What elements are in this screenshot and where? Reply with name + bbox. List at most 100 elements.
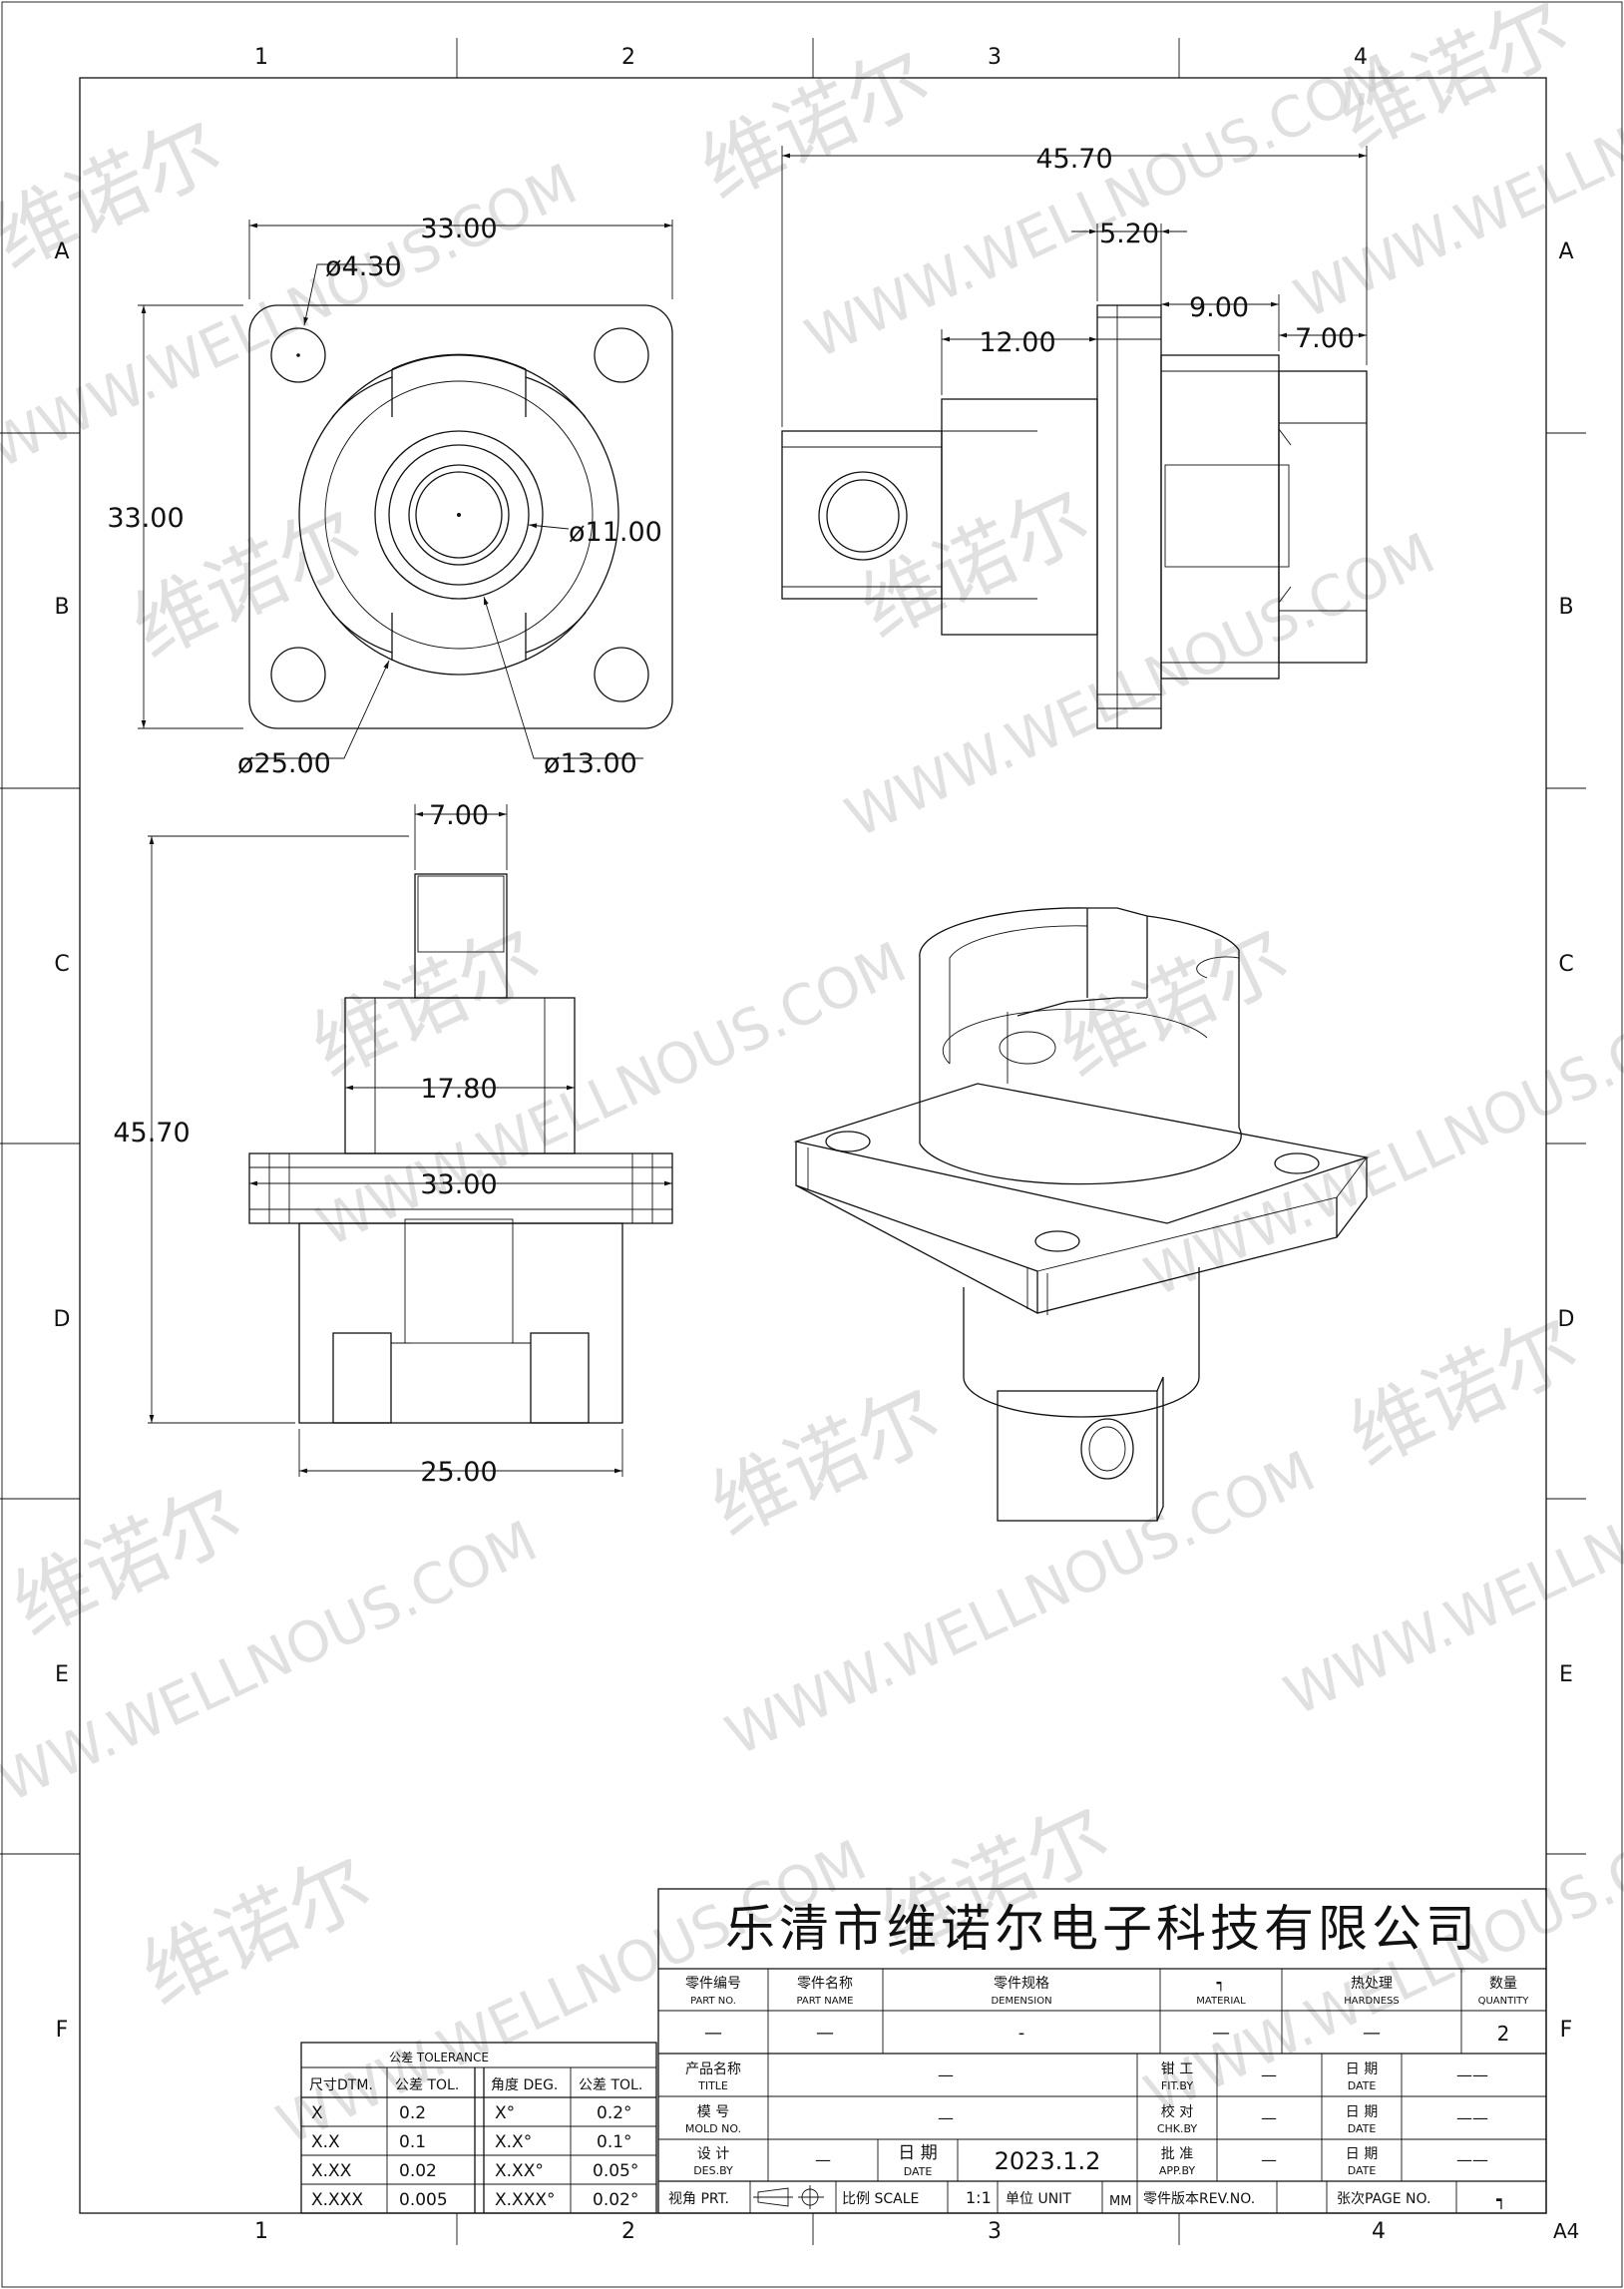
- tolerance-header: 尺寸DTM.: [309, 2077, 373, 2093]
- row-value: —: [938, 2065, 954, 2084]
- grid-col-label: 2: [621, 45, 635, 70]
- design-date-value: 2023.1.2: [995, 2147, 1101, 2175]
- header-en: DEMENSION: [991, 1996, 1051, 2007]
- header-en: PART NO.: [690, 1996, 736, 2007]
- dim-bottom-mid: 17.80: [420, 1074, 497, 1105]
- tolerance-cell: 0.2: [399, 2103, 426, 2123]
- date-value: ——: [1456, 2065, 1488, 2084]
- tolerance-cell: X.XXX: [311, 2190, 363, 2210]
- date-value: ——: [1456, 2150, 1488, 2169]
- watermark-cn: 维诺尔: [0, 102, 235, 287]
- header-en: QUANTITY: [1478, 1996, 1530, 2007]
- header-value: -: [1018, 2023, 1025, 2044]
- tolerance-cell: 0.1: [399, 2132, 426, 2152]
- row-label-en: MOLD NO.: [685, 2122, 741, 2135]
- header-cn: 零件编号: [685, 1976, 741, 1992]
- side-view: 45.70 5.20 12.00 9.00 7.00: [781, 144, 1368, 729]
- watermark-layer: 维诺尔 维诺尔 维诺尔 维诺尔 维诺尔 维诺尔 维诺尔 维诺尔 维诺尔 维诺尔 …: [0, 0, 1624, 2158]
- role-value: —: [1261, 2150, 1277, 2169]
- grid-row-label: A: [54, 239, 69, 264]
- grid-row-label: D: [1558, 1307, 1575, 1332]
- watermark-cn: 维诺尔: [129, 1838, 385, 2024]
- tolerance-cell: X: [311, 2103, 323, 2123]
- grid-row-label: A: [1558, 239, 1573, 264]
- tolerance-table: 公差 TOLERANCE 尺寸DTM. 公差 TOL. 角度 DEG. 公差 T…: [300, 2042, 657, 2214]
- dim-mid-dia: ø13.00: [544, 748, 637, 779]
- role-label-en: FIT.BY: [1161, 2079, 1193, 2092]
- unit-label: 单位 UNIT: [1006, 2191, 1071, 2207]
- design-date-en: DATE: [904, 2165, 933, 2178]
- header-value: —: [704, 2023, 722, 2044]
- view-label: 视角 PRT.: [668, 2191, 729, 2207]
- tolerance-cell: X°: [495, 2103, 515, 2123]
- watermark-cn: 维诺尔: [0, 1469, 255, 1654]
- header-value: —: [1363, 2023, 1381, 2044]
- dim-inner-dia: ø11.00: [569, 517, 662, 548]
- title-block: 乐清市维诺尔电子科技有限公司 零件编号 PART NO. 零件名称 PART N…: [657, 1888, 1547, 2214]
- tolerance-cell: X.XX: [311, 2161, 352, 2181]
- row-label-en: TITLE: [697, 2079, 728, 2092]
- tolerance-cell: X.X°: [495, 2132, 532, 2152]
- header-value: —: [1212, 2023, 1230, 2044]
- row-label-cn: 设 计: [697, 2146, 729, 2162]
- watermark-cn: 维诺尔: [1046, 910, 1303, 1096]
- dim-hole-dia: ø4.30: [325, 251, 402, 282]
- projection-icon: [753, 2185, 824, 2209]
- date-label-en: DATE: [1348, 2164, 1377, 2177]
- grid-col-label: 2: [621, 2219, 635, 2244]
- date-label-cn: 日 期: [1346, 2146, 1378, 2162]
- unit-value: MM: [1109, 2194, 1131, 2209]
- dim-bottom-height: 45.70: [113, 1118, 190, 1148]
- tolerance-cell: 0.1°: [597, 2132, 632, 2152]
- date-value: ——: [1456, 2108, 1488, 2127]
- dim-side-c: 7.00: [1295, 323, 1355, 354]
- header-cn: ┑: [1217, 1976, 1225, 1992]
- dim-side-flange: 5.20: [1099, 219, 1159, 249]
- scale-label: 比例 SCALE: [842, 2191, 919, 2207]
- grid-row-label: B: [54, 595, 69, 620]
- grid-col-label: 4: [1354, 45, 1368, 70]
- grid-col-label: 3: [988, 45, 1002, 70]
- row-label-en: DES.BY: [693, 2164, 733, 2177]
- role-label-cn: 批 准: [1161, 2146, 1193, 2162]
- front-view: 33.00 33.00 ø4.30 ø11.00 ø25.00 ø13.00: [107, 214, 673, 779]
- role-value: —: [1261, 2065, 1277, 2084]
- watermark-cn: 维诺尔: [1336, 1299, 1592, 1485]
- page-label: 张次PAGE NO.: [1337, 2191, 1430, 2207]
- tolerance-header: 公差 TOL.: [579, 2077, 642, 2093]
- grid-row-label: C: [1558, 952, 1573, 977]
- grid-row-label: F: [56, 2018, 69, 2043]
- date-label-en: DATE: [1348, 2122, 1377, 2135]
- tolerance-cell: 0.02: [399, 2161, 437, 2181]
- role-value: —: [1261, 2108, 1277, 2127]
- tolerance-cell: X.XXX°: [495, 2190, 556, 2210]
- grid-row-label: E: [1559, 1662, 1573, 1687]
- watermark-en: WWW.WELLNOUS.COM: [1135, 1798, 1624, 2127]
- sheet-size: A4: [1553, 2219, 1579, 2243]
- header-cn: 热处理: [1351, 1976, 1393, 1992]
- tolerance-header: 角度 DEG.: [491, 2077, 558, 2093]
- grid-row-label: D: [54, 1307, 71, 1332]
- grid-col-label: 3: [988, 2219, 1002, 2244]
- row-label-cn: 模 号: [697, 2104, 729, 2120]
- header-en: HARDNESS: [1344, 1996, 1400, 2007]
- isometric-view: [793, 907, 1370, 1522]
- date-label-cn: 日 期: [1346, 2104, 1378, 2120]
- dim-front-height: 33.00: [107, 503, 184, 534]
- grid-col-label: 1: [254, 2219, 268, 2244]
- tolerance-header: 公差 TOL.: [395, 2077, 459, 2093]
- grid-row-label: C: [54, 952, 69, 977]
- page-value: ┑: [1495, 2190, 1506, 2210]
- row-value: —: [938, 2108, 954, 2127]
- header-cn: 零件名称: [797, 1976, 853, 1992]
- role-label-en: APP.BY: [1159, 2164, 1196, 2177]
- watermark-cn: 维诺尔: [687, 32, 944, 218]
- row-value: —: [815, 2150, 831, 2169]
- header-value: 2: [1497, 2022, 1510, 2046]
- rev-label: 零件版本REV.NO.: [1143, 2191, 1255, 2207]
- header-value: —: [816, 2023, 834, 2044]
- role-label-cn: 钳 工: [1161, 2061, 1193, 2077]
- header-cn: 数量: [1489, 1976, 1517, 1992]
